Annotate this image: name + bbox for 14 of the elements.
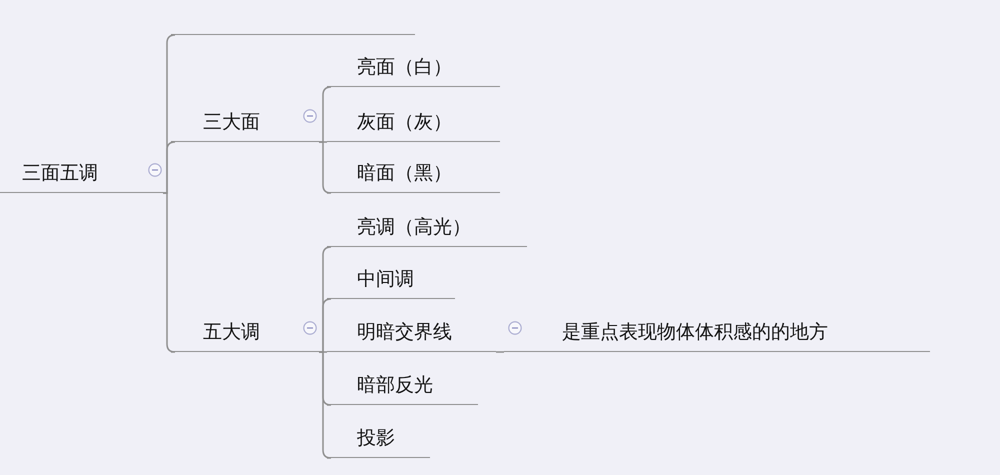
topic-text: 三大面	[203, 111, 260, 136]
topic-text: 暗面（黑）	[357, 162, 452, 186]
topic-text: 中间调	[357, 268, 414, 292]
topic-text: 三面五调	[22, 162, 98, 186]
topic-text: 暗部反光	[357, 374, 433, 398]
topic-text: 灰面（灰）	[357, 111, 452, 136]
topic-text: 投影	[357, 427, 395, 452]
topic-text: 是重点表现物体体积感的的地方	[562, 321, 828, 346]
branch-connector	[319, 351, 332, 459]
topic-text: 五大调	[203, 321, 260, 346]
topic-text: 亮调（高光）	[357, 216, 471, 240]
branch-connector	[496, 351, 504, 353]
topic-text: 明暗交界线	[357, 321, 452, 346]
topic-text: 亮面（白）	[357, 56, 452, 80]
